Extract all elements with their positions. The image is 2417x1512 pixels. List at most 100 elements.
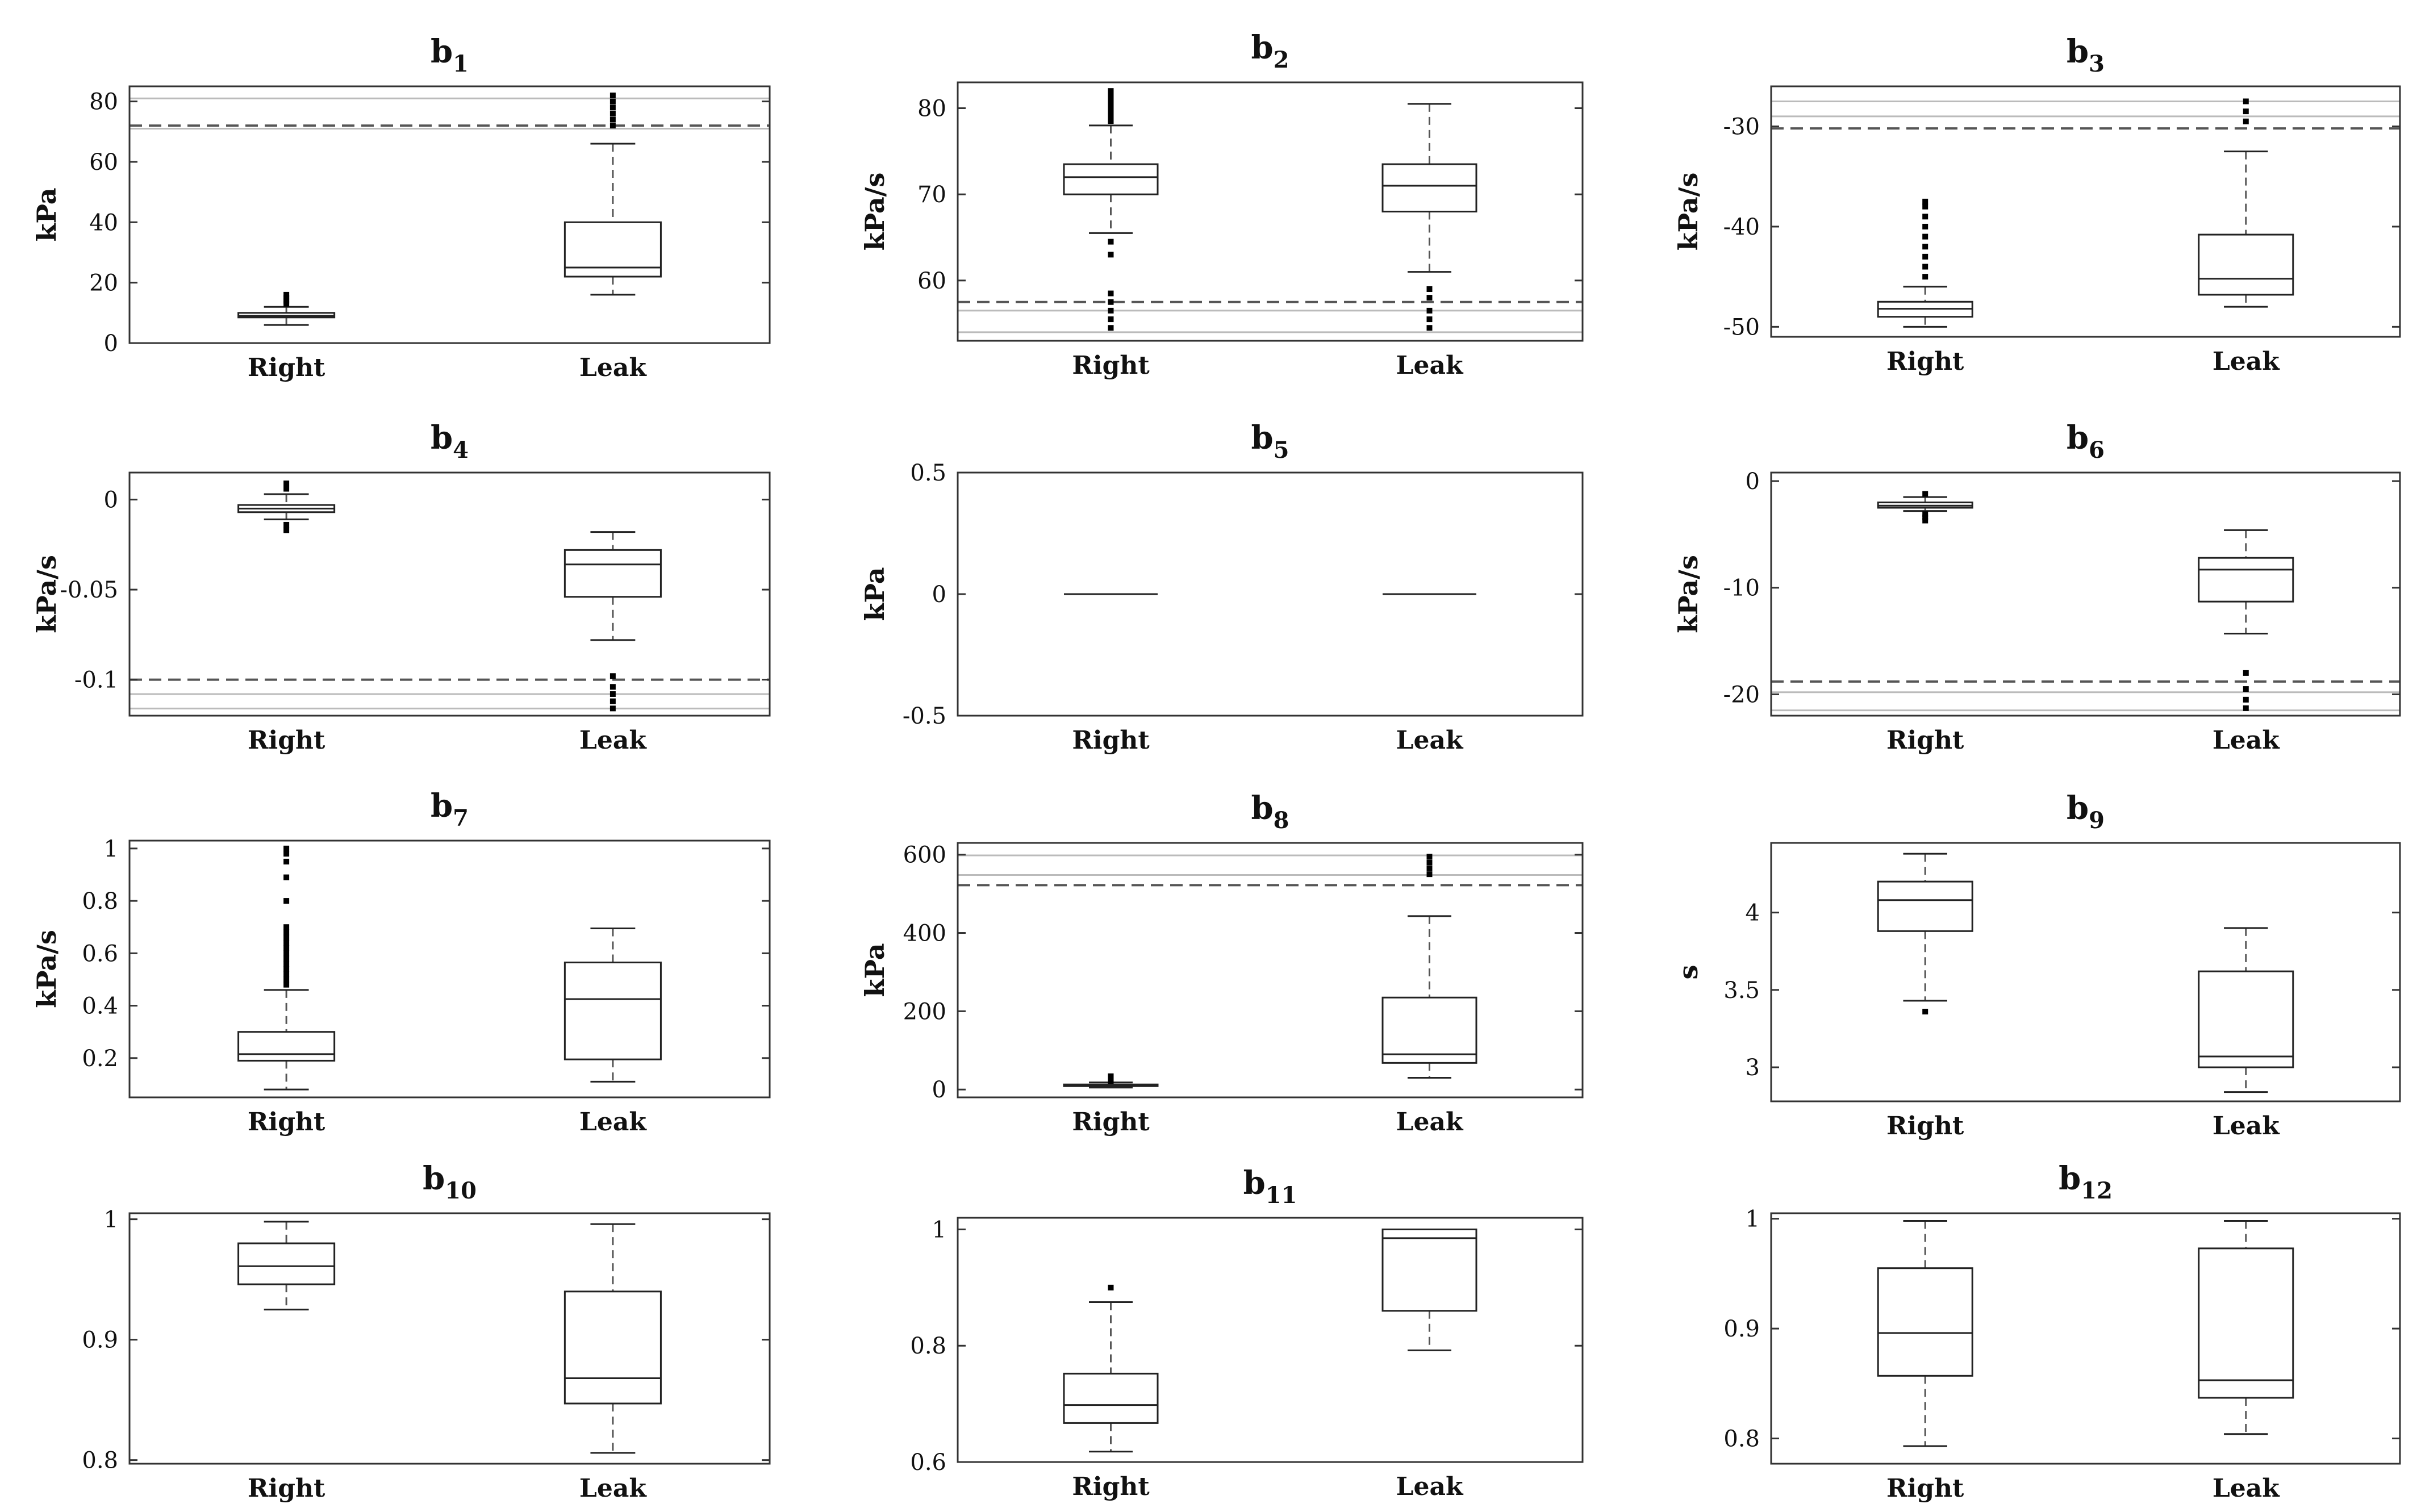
outlier-point: [2243, 118, 2249, 124]
box-leak: [1381, 103, 1477, 331]
outlier-point: [1922, 233, 1928, 240]
category-label: Leak: [1396, 1472, 1464, 1501]
box-leak: [563, 1223, 662, 1454]
outlier-point: [1426, 307, 1433, 314]
outlier-point: [1108, 101, 1114, 107]
y-tick-label: 0.8: [82, 888, 118, 914]
y-axis-label: kPa/s: [1673, 173, 1704, 251]
iqr-box: [2198, 233, 2294, 296]
outlier-point: [1922, 198, 1928, 204]
outlier-point: [1426, 316, 1433, 323]
title-subscript: 5: [1274, 437, 1289, 463]
category-label: Right: [1072, 1472, 1150, 1501]
y-tick-label: 1: [104, 836, 118, 862]
plot-frame: [1770, 842, 2401, 1102]
outlier-point: [283, 295, 290, 301]
outlier-point: [1108, 105, 1114, 111]
outlier-point: [1108, 1073, 1114, 1079]
y-tick-label: 80: [89, 89, 118, 115]
outlier-point: [1426, 295, 1433, 301]
outlier-point: [283, 950, 290, 957]
plot-frame: [1770, 85, 2401, 338]
outlier-point: [283, 955, 290, 962]
outlier-point: [283, 945, 290, 951]
y-axis-label: kPa: [31, 187, 62, 241]
y-tick-label: 0.9: [1723, 1316, 1760, 1342]
box-right: [237, 291, 336, 326]
outlier-point: [1922, 1008, 1928, 1014]
panel-title: b3: [2067, 33, 2105, 77]
outlier-point: [1922, 223, 1928, 229]
outlier-point: [283, 976, 290, 983]
y-tick-label: -30: [1723, 114, 1760, 140]
y-tick-label: 600: [903, 842, 946, 868]
iqr-box: [2198, 1247, 2294, 1399]
outlier-point: [2243, 686, 2249, 692]
panel-title: b8: [1251, 790, 1289, 834]
title-subscript: 6: [2089, 437, 2105, 463]
panel-title: b12: [2059, 1160, 2113, 1204]
iqr-box: [237, 1242, 336, 1285]
category-label: Right: [248, 1108, 325, 1137]
outlier-point: [1108, 92, 1114, 98]
y-tick-label: 80: [917, 96, 946, 122]
y-tick-label: 0: [104, 331, 118, 357]
outlier-point: [1108, 290, 1114, 296]
outlier-point: [1108, 239, 1114, 245]
plot-frame: [1770, 471, 2401, 717]
category-label: Leak: [579, 1108, 647, 1137]
y-tick-label: 60: [917, 268, 946, 294]
title-letter: b: [423, 1160, 445, 1197]
y-tick-label: 0.6: [82, 941, 118, 967]
plot-frame: [957, 842, 1584, 1099]
category-label: Right: [1886, 1474, 1964, 1503]
category-label: Right: [1886, 1112, 1964, 1141]
plot-frame: [128, 1212, 771, 1465]
box-leak: [2198, 927, 2294, 1093]
outlier-point: [283, 298, 290, 304]
y-tick-label: 20: [89, 270, 118, 296]
panel-title: b4: [431, 419, 469, 463]
y-tick-label: -20: [1723, 682, 1760, 708]
title-subscript: 12: [2081, 1177, 2113, 1204]
outlier-point: [283, 966, 290, 972]
y-tick-label: 0.8: [910, 1333, 946, 1359]
title-letter: b: [431, 33, 453, 70]
y-tick-label: 40: [89, 210, 118, 236]
category-label: Right: [1072, 1108, 1150, 1137]
y-tick-label: 0.6: [910, 1450, 946, 1476]
category-label: Leak: [579, 726, 647, 755]
outlier-point: [1108, 97, 1114, 103]
category-label: Right: [248, 726, 325, 755]
y-tick-label: 0: [932, 1077, 946, 1103]
y-axis-label: kPa: [859, 567, 890, 621]
y-tick-label: 0.2: [82, 1046, 118, 1072]
outlier-point: [283, 527, 290, 533]
title-subscript: 8: [1274, 807, 1289, 834]
y-tick-label: 200: [903, 999, 946, 1025]
outlier-point: [1922, 514, 1928, 520]
outlier-point: [610, 98, 616, 105]
outlier-point: [1108, 1284, 1114, 1290]
iqr-box: [237, 1031, 336, 1062]
title-subscript: 1: [453, 51, 469, 77]
box-right: [237, 481, 336, 533]
title-letter: b: [1251, 29, 1274, 66]
y-tick-label: 1: [932, 1217, 946, 1243]
outlier-point: [610, 110, 616, 116]
title-subscript: 7: [453, 805, 469, 832]
outlier-point: [1108, 118, 1114, 124]
outlier-point: [610, 105, 616, 111]
category-label: Leak: [1396, 1108, 1464, 1137]
outlier-point: [1426, 854, 1433, 860]
category-label: Right: [1072, 726, 1150, 755]
outlier-point: [1922, 244, 1928, 250]
y-tick-label: -10: [1723, 575, 1760, 602]
y-tick-label: 3.5: [1723, 978, 1760, 1004]
outlier-point: [1922, 214, 1928, 220]
